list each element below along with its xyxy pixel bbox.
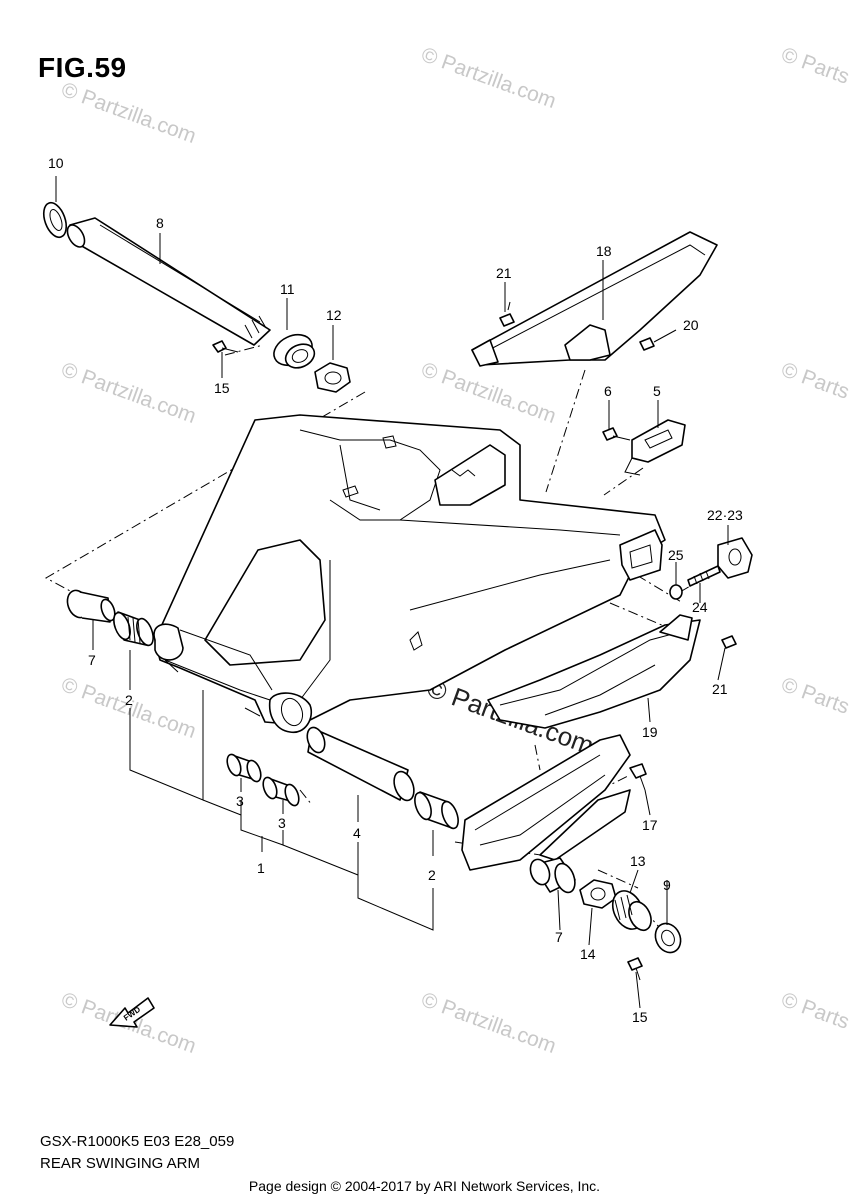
part-11-pivot-adjuster [273,333,316,369]
part-25-nut [669,584,683,600]
callout-7-left: 7 [88,652,96,668]
callout-12: 12 [326,307,342,323]
watermark: © Partzilla.com [418,988,559,1058]
part-18-chain-guard [471,231,718,367]
callout-21-lower: 21 [712,681,728,697]
part-17-screw [629,763,647,791]
callout-2-left: 2 [125,692,133,708]
callout-15-top: 15 [214,380,230,396]
page-footer: Page design © 2004-2017 by ARI Network S… [248,1178,601,1194]
part-21-bolt-lower [721,635,737,649]
part-15-screw-top [212,340,239,353]
model-code: GSX-R1000K5 E03 E28_059 [40,1133,235,1150]
callout-5: 5 [653,383,661,399]
part-13-adjuster [611,890,652,932]
callout-3-a: 3 [236,793,244,809]
callout-22-23: 22·23 [707,507,743,523]
watermark: © Parts [778,988,849,1034]
callout-20: 20 [683,317,699,333]
callout-10: 10 [48,155,64,171]
part-22-23-adjuster-block [717,537,753,579]
watermark: © Parts [778,673,849,719]
part-12-locknut [314,362,351,393]
part-4-spacer [306,726,415,802]
part-21-bolt-top [499,301,515,327]
part-8-pivot-shaft [66,217,271,346]
callout-25: 25 [668,547,684,563]
part-2-bearing-left [113,611,154,647]
watermark: © Partzilla.com [418,358,559,428]
watermark: © Partzilla.com [58,358,199,428]
part-10-oil-seal [42,201,68,239]
callout-6: 6 [604,383,612,399]
callout-21-top: 21 [496,265,512,281]
swingarm-body [153,414,666,734]
callout-15-bottom: 15 [632,1009,648,1025]
diagram-caption: REAR SWINGING ARM [40,1155,201,1172]
watermark: © Parts [778,43,849,89]
callout-7-right: 7 [555,929,563,945]
callout-13: 13 [630,853,646,869]
callout-9: 9 [663,877,671,893]
callout-14: 14 [580,946,596,962]
leader-lines [55,176,729,1009]
callout-8: 8 [156,215,164,231]
watermark: © Partzilla.com [418,43,559,113]
callout-4: 4 [353,825,361,841]
part-19-chain-case [487,614,701,729]
part-7-collar-right [529,857,576,894]
callout-19: 19 [642,724,658,740]
part-6-screw [602,427,631,441]
part-9-seal [654,922,682,954]
callout-11: 11 [280,281,295,297]
part-20-bolt [639,337,655,351]
callout-3-b: 3 [278,815,286,831]
watermark: © Partzilla.com [58,673,199,743]
watermark: © Partzilla.com [58,78,199,148]
part-3-bearing-b [262,776,300,807]
part-15-screw-bottom [627,957,643,981]
callout-24: 24 [692,599,708,615]
callout-17: 17 [642,817,658,833]
callout-numbers: 10 8 11 12 15 21 18 20 6 5 22·23 25 24 2… [48,155,743,1025]
callout-1: 1 [257,860,265,876]
callout-2-right: 2 [428,867,436,883]
watermark: © Parts [778,358,849,404]
figure-title: FIG.59 [38,52,127,83]
part-2-bearing-right [414,791,459,830]
part-16-chain-buffer [461,734,631,871]
callout-18: 18 [596,243,612,259]
part-5-plate [624,419,686,476]
part-7-collar-left [66,589,116,623]
part-14-nut [579,879,617,909]
part-24-adjust-bolt [687,565,721,587]
part-3-bearing-a [226,753,262,783]
